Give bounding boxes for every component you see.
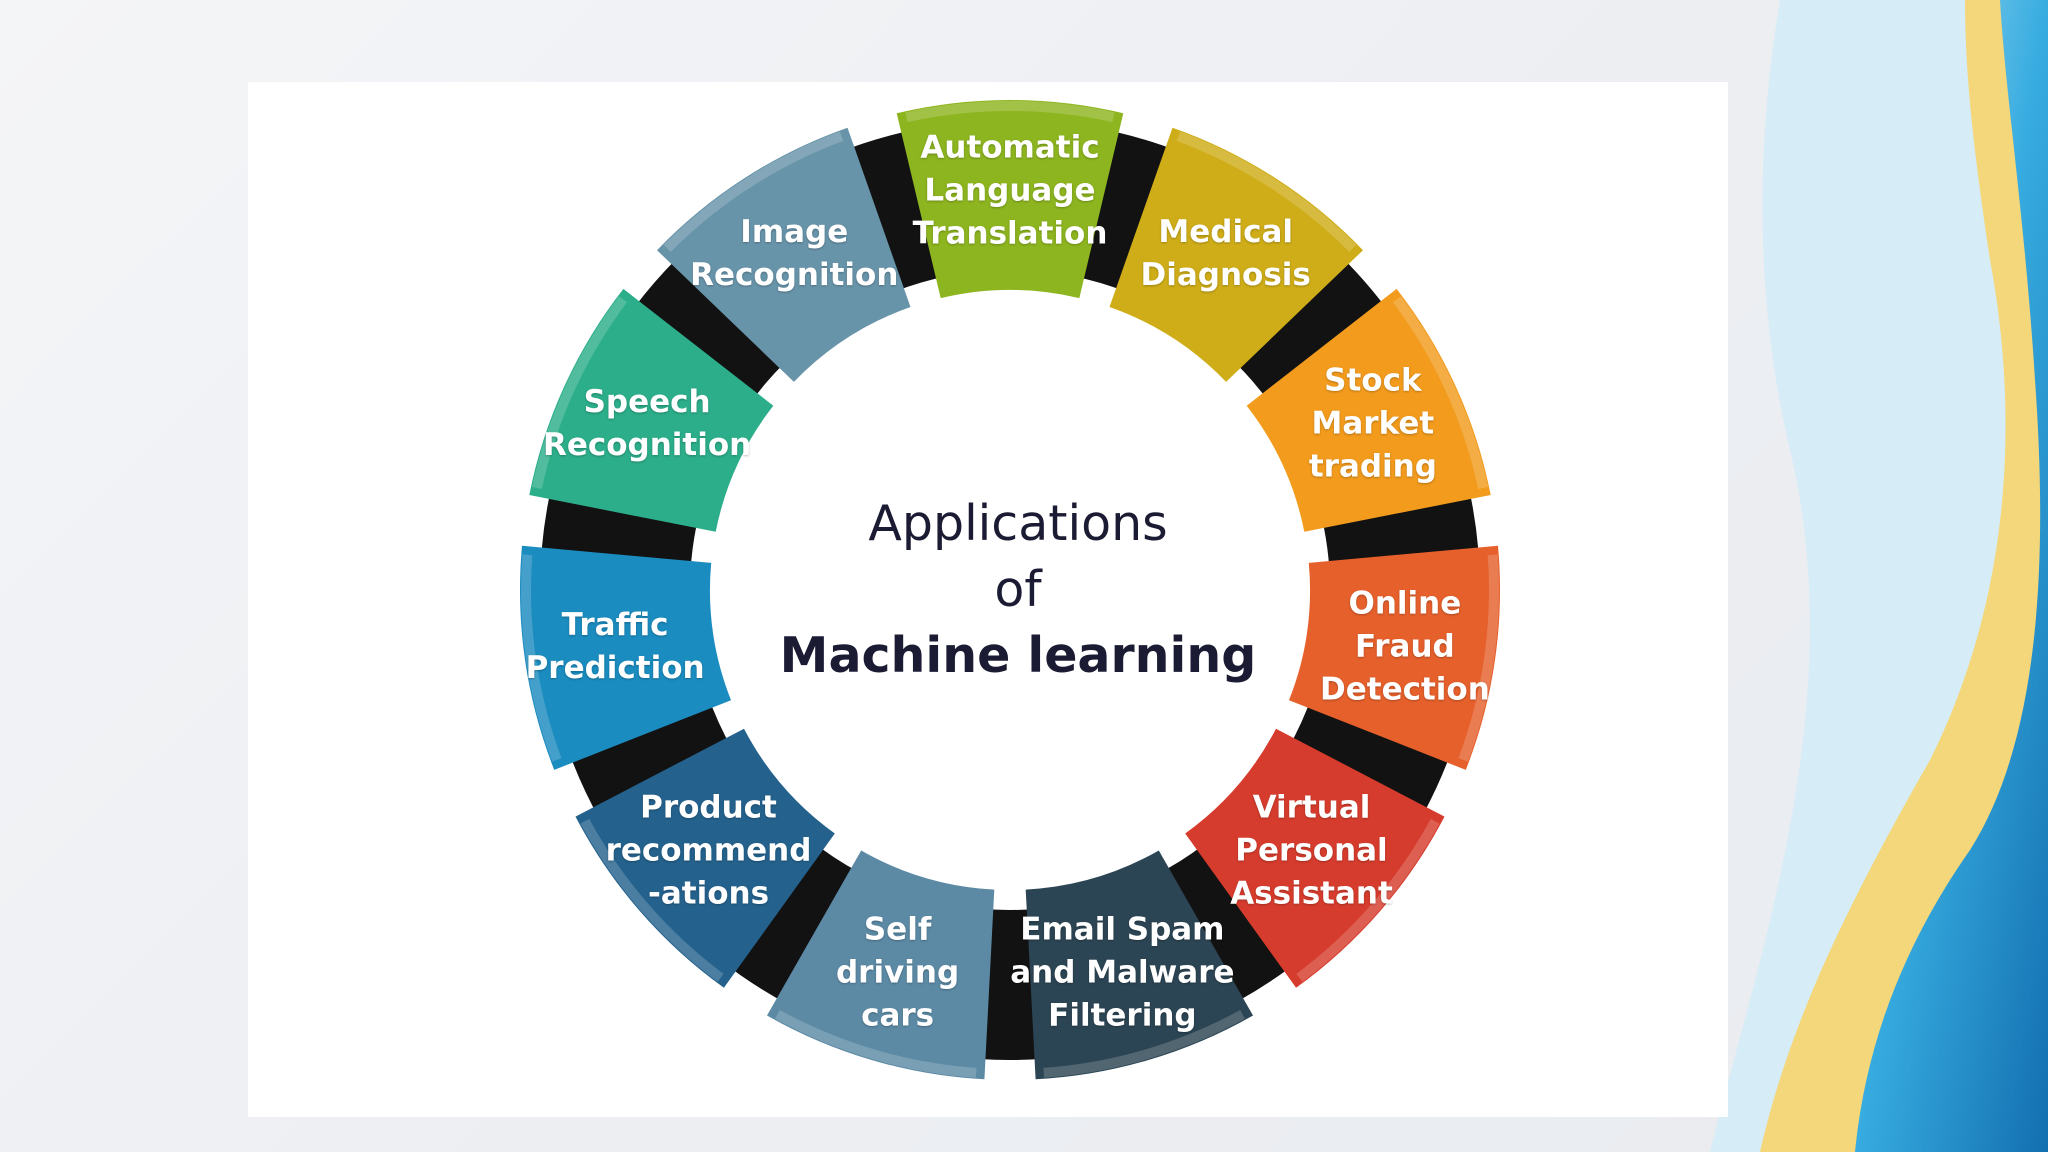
wheel-segment-label-9: Speech Recognition — [542, 384, 752, 464]
wheel-segment-highlight-8 — [521, 554, 562, 762]
center-title-line3: Machine learning — [779, 627, 1257, 684]
wheel-segment-0 — [896, 100, 1124, 299]
wheel-segment-label-7: Product recommend -ations — [605, 789, 812, 912]
wheel-segment-highlight-5 — [1043, 1010, 1246, 1078]
wheel-segment-highlight-1 — [1176, 131, 1357, 252]
wheel-segment-highlight-10 — [663, 131, 844, 252]
wheel-segment-label-1: Medical Diagnosis — [1140, 214, 1311, 294]
wheel-segment-label-10: Image Recognition — [690, 214, 899, 294]
wheel-segment-7 — [575, 728, 835, 988]
wheel-center-disk — [712, 292, 1308, 888]
wheel-segment-highlight-9 — [532, 296, 627, 489]
wheel-segment-highlight-6 — [774, 1010, 977, 1078]
wheel-segment-label-6: Self driving cars — [835, 911, 960, 1034]
center-title-line2: of — [994, 561, 1042, 618]
wheel-segment-label-2: Stock Market trading — [1308, 362, 1437, 485]
wheel-segment-highlight-0 — [905, 100, 1115, 123]
wheel-segment-10 — [657, 127, 911, 382]
wheel-segment-label-4: Virtual Personal Assistant — [1230, 789, 1393, 912]
wheel-segment-6 — [767, 850, 995, 1080]
wheel-segment-highlight-3 — [1458, 554, 1499, 762]
wheel-segment-9 — [529, 288, 774, 532]
center-title-line1: Applications — [868, 495, 1168, 552]
wheel-segment-highlight-4 — [1296, 818, 1440, 982]
wheel-segment-label-0: Automatic Language Translation — [912, 129, 1108, 252]
wheel-segment-2 — [1246, 288, 1491, 532]
wheel-segment-label-3: Online Fraud Detection — [1319, 585, 1490, 708]
wheel-segment-5 — [1025, 850, 1253, 1080]
center-title: Applications of Machine learning — [780, 491, 1257, 689]
wheel-segment-4 — [1185, 728, 1445, 988]
wheel-segment-8 — [519, 545, 731, 770]
wheel-segment-highlight-2 — [1393, 296, 1488, 489]
wheel-segment-label-8: Traffic Prediction — [525, 606, 705, 686]
blue-wave — [1855, 0, 2048, 1152]
wheel-segment-1 — [1109, 127, 1363, 382]
wheel-segment-highlight-7 — [580, 818, 724, 982]
wheel-segment-label-5: Email Spam and Malware Filtering — [1010, 911, 1235, 1034]
wheel-segment-3 — [1289, 545, 1501, 770]
